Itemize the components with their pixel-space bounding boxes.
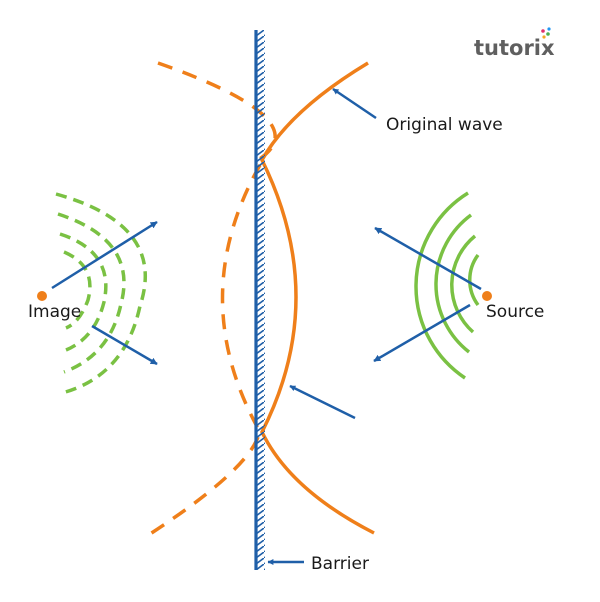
source-point [482,291,492,301]
barrier [254,30,265,570]
source-ray-arrow-upper [374,226,482,291]
logo-dot [547,27,551,31]
barrier-hatch [257,30,265,570]
logo-dot [546,32,550,36]
image-wavefront [63,250,92,330]
source-wavefront [434,213,473,354]
source-label: Source [486,302,544,322]
image-wavefronts [55,192,147,395]
image-ray-arrow-upper [51,220,158,290]
original-wave-pointer-arrow [332,87,377,120]
barrier-label: Barrier [311,554,369,574]
arrows [51,87,482,565]
logo-text: tutorix [474,36,555,60]
source-wavefronts [414,191,480,380]
image-point [37,291,47,301]
image-wavefront [55,192,147,395]
tutorix-logo: tutorix [474,27,555,60]
logo-dot [542,35,546,39]
source-wavefront [468,253,480,307]
image-wavefront [59,232,108,352]
source-wavefront [414,191,469,380]
image-wavefront [57,212,126,374]
source-wavefront [450,234,477,334]
original-wave-arc [260,61,375,535]
source-ray-arrow-lower [373,303,471,363]
logo-dot [541,29,545,33]
original-wave-label: Original wave [386,115,503,135]
reflected-wave-pointer-arrow [289,384,356,420]
image-ray-arrow-lower [91,324,158,366]
image-label: Image [28,302,81,322]
